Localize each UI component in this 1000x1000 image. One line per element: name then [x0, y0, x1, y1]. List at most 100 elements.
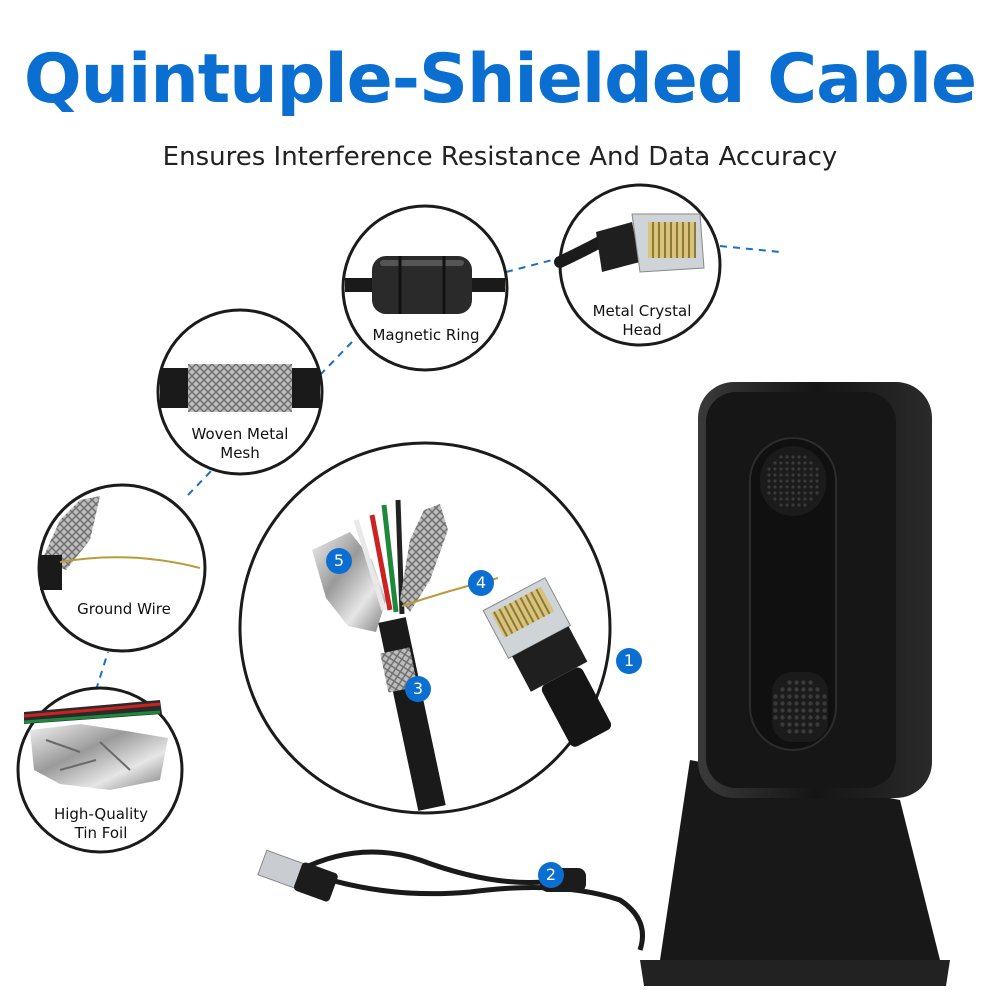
speaker-dot: [767, 491, 771, 495]
speaker-dot: [791, 503, 795, 507]
speaker-dot: [780, 722, 785, 727]
dashed-connectors: [95, 245, 781, 691]
speaker-dot: [809, 491, 813, 495]
label-magnetic-ring: Magnetic Ring: [372, 326, 480, 344]
speaker-dot: [797, 461, 801, 465]
speaker-dot: [803, 467, 807, 471]
speaker-dot: [785, 503, 789, 507]
marker-4: 4: [468, 570, 494, 596]
speaker-dot: [803, 491, 807, 495]
speaker-dot: [779, 497, 783, 501]
speaker-dot: [791, 461, 795, 465]
speaker-dot: [815, 473, 819, 477]
speaker-dot: [808, 715, 813, 720]
speaker-dot: [779, 491, 783, 495]
speaker-dot: [779, 467, 783, 471]
speaker-dot: [780, 687, 785, 692]
speaker-dot: [767, 467, 771, 471]
speaker-dot: [803, 503, 807, 507]
speaker-dot: [794, 729, 799, 734]
speaker-dot: [791, 479, 795, 483]
page-subtitle: Ensures Interference Resistance And Data…: [162, 142, 838, 172]
speaker-dot: [773, 708, 778, 713]
speaker-dot: [801, 715, 806, 720]
speaker-dot: [773, 694, 778, 699]
speaker-dot: [809, 479, 813, 483]
speaker-dot: [767, 473, 771, 477]
speaker-dot: [803, 479, 807, 483]
speaker-dot: [794, 680, 799, 685]
speaker-dot: [797, 485, 801, 489]
speaker-dot: [794, 708, 799, 713]
label-woven-metal-mesh: Woven Metal Mesh: [191, 425, 289, 462]
speaker-dot: [787, 701, 792, 706]
speaker-dot: [787, 715, 792, 720]
speaker-dot: [791, 491, 795, 495]
speaker-dot: [767, 479, 771, 483]
speaker-dot: [785, 491, 789, 495]
label-ground-wire: Ground Wire: [77, 600, 171, 618]
speaker-dot: [773, 479, 777, 483]
speaker-dot: [787, 722, 792, 727]
speaker-dot: [803, 473, 807, 477]
speaker-dot: [773, 715, 778, 720]
scanner-device: [640, 382, 950, 986]
speaker-dot: [797, 497, 801, 501]
speaker-dot: [809, 485, 813, 489]
speaker-dot: [785, 473, 789, 477]
callout-tin-foil: [16, 686, 184, 854]
speaker-dot: [809, 467, 813, 471]
callout-woven-metal-mesh: [156, 308, 324, 476]
speaker-dot: [808, 708, 813, 713]
speaker-dot: [791, 467, 795, 471]
speaker-dot: [808, 680, 813, 685]
speaker-dot: [779, 461, 783, 465]
speaker-dot: [787, 687, 792, 692]
speaker-dot: [815, 722, 820, 727]
usb-cable: [257, 849, 645, 951]
speaker-dot: [791, 497, 795, 501]
speaker-dot: [785, 479, 789, 483]
speaker-dot: [815, 701, 820, 706]
speaker-dot: [809, 461, 813, 465]
speaker-dot: [803, 485, 807, 489]
speaker-dot: [801, 687, 806, 692]
speaker-dot: [785, 497, 789, 501]
speaker-dot: [773, 701, 778, 706]
speaker-dot: [815, 479, 819, 483]
speaker-dot: [822, 694, 827, 699]
label-tin-foil: High-Quality Tin Foil: [53, 805, 149, 842]
speaker-dot: [822, 708, 827, 713]
speaker-dot: [794, 694, 799, 699]
speaker-dot: [780, 694, 785, 699]
speaker-dot: [785, 485, 789, 489]
speaker-dot: [801, 701, 806, 706]
speaker-dot: [815, 491, 819, 495]
speaker-dot: [779, 503, 783, 507]
speaker-dot: [773, 485, 777, 489]
speaker-dot: [773, 467, 777, 471]
callout-metal-crystal-head: [554, 183, 722, 347]
speaker-dot: [797, 473, 801, 477]
speaker-dot: [797, 467, 801, 471]
speaker-dot: [808, 722, 813, 727]
speaker-dot: [785, 461, 789, 465]
callout-magnetic-ring: [341, 204, 509, 372]
speaker-dot: [773, 497, 777, 501]
speaker-dot: [787, 680, 792, 685]
speaker-dot: [791, 485, 795, 489]
speaker-dot: [808, 694, 813, 699]
speaker-dot: [801, 722, 806, 727]
label-metal-crystal-head: Metal Crystal Head: [592, 302, 692, 339]
speaker-dot: [803, 497, 807, 501]
speaker-dot: [801, 680, 806, 685]
speaker-dot: [794, 715, 799, 720]
speaker-dot: [779, 485, 783, 489]
callout-cable-layers: [238, 441, 612, 815]
marker-1: 1: [616, 648, 642, 674]
speaker-dot: [801, 694, 806, 699]
speaker-dot: [779, 455, 783, 459]
speaker-dot: [808, 701, 813, 706]
marker-3: 3: [405, 676, 431, 702]
speaker-dot: [822, 701, 827, 706]
